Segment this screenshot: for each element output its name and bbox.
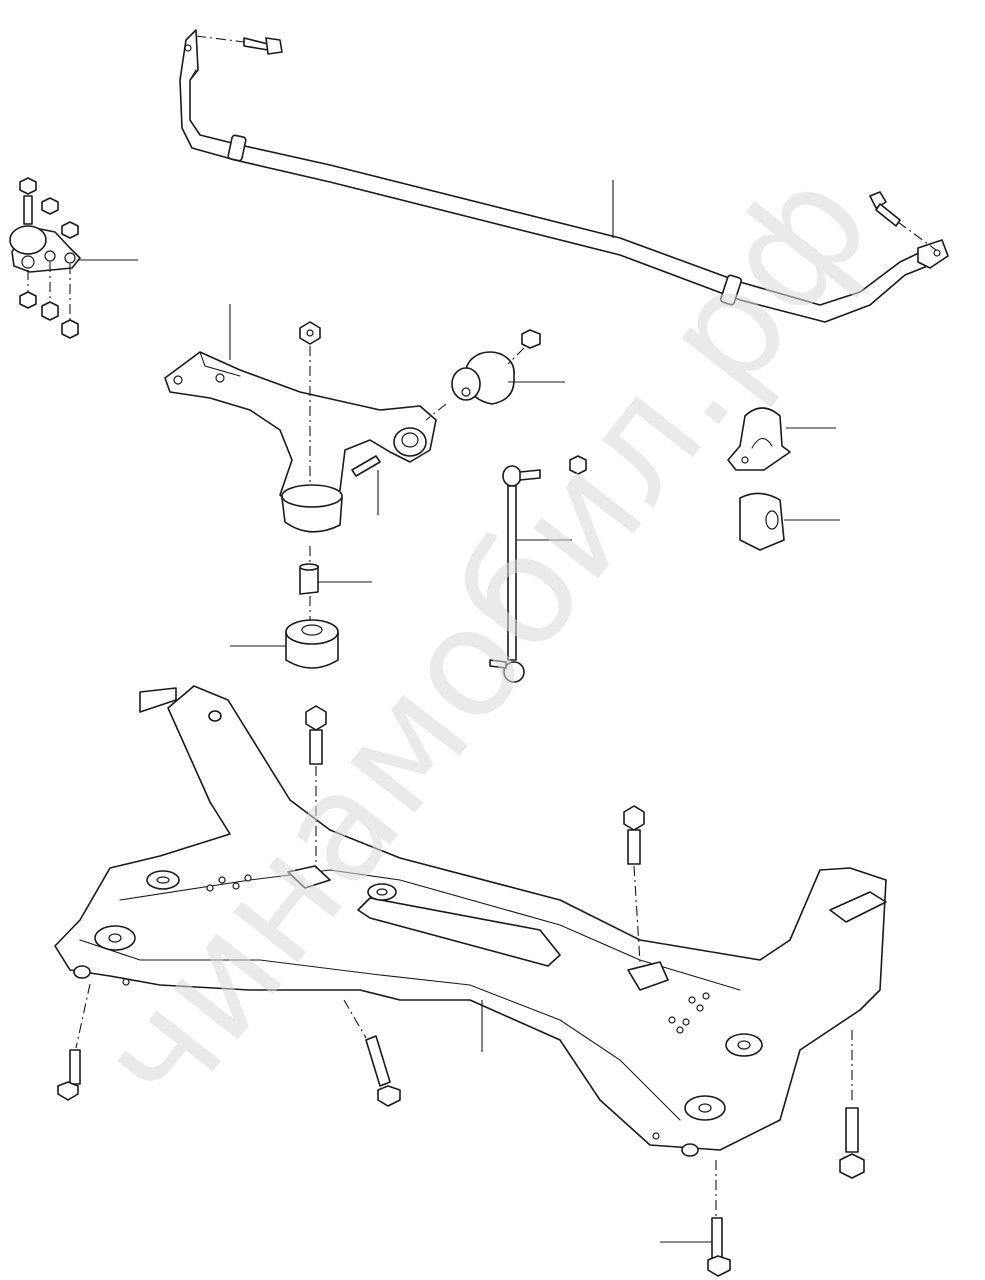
control-arm-bolt[interactable]	[351, 455, 381, 477]
stabilizer-bolt-left[interactable]	[243, 37, 283, 55]
stabilizer-bar[interactable]	[179, 29, 949, 323]
stabilizer-bolt-right[interactable]	[869, 191, 901, 227]
subframe-bolt-bottom-rear[interactable]	[707, 1217, 731, 1277]
subframe-bolt-bottom-middle[interactable]	[365, 1035, 401, 1107]
control-arm-nut[interactable]	[299, 321, 321, 345]
subframe-bolt-top-left[interactable]	[305, 705, 327, 765]
control-arm-front-bushing[interactable]	[285, 619, 339, 669]
stabilizer-clamp[interactable]	[727, 407, 791, 471]
subframe-bolt-bottom-right[interactable]	[839, 1107, 865, 1179]
stabilizer-bushing[interactable]	[739, 492, 785, 551]
bushing-sleeve[interactable]	[299, 563, 319, 595]
subframe-bolt-top-right[interactable]	[623, 805, 645, 865]
subframe-bolt-bottom-left[interactable]	[57, 1049, 81, 1101]
bushing-nut[interactable]	[521, 329, 541, 349]
stabilizer-link[interactable]	[489, 465, 541, 683]
control-arm-rear-bushing[interactable]	[451, 351, 515, 405]
link-nut[interactable]	[569, 455, 587, 475]
ball-joint[interactable]	[9, 177, 81, 339]
front-subframe[interactable]	[54, 685, 887, 1157]
lower-control-arm[interactable]	[164, 351, 437, 533]
